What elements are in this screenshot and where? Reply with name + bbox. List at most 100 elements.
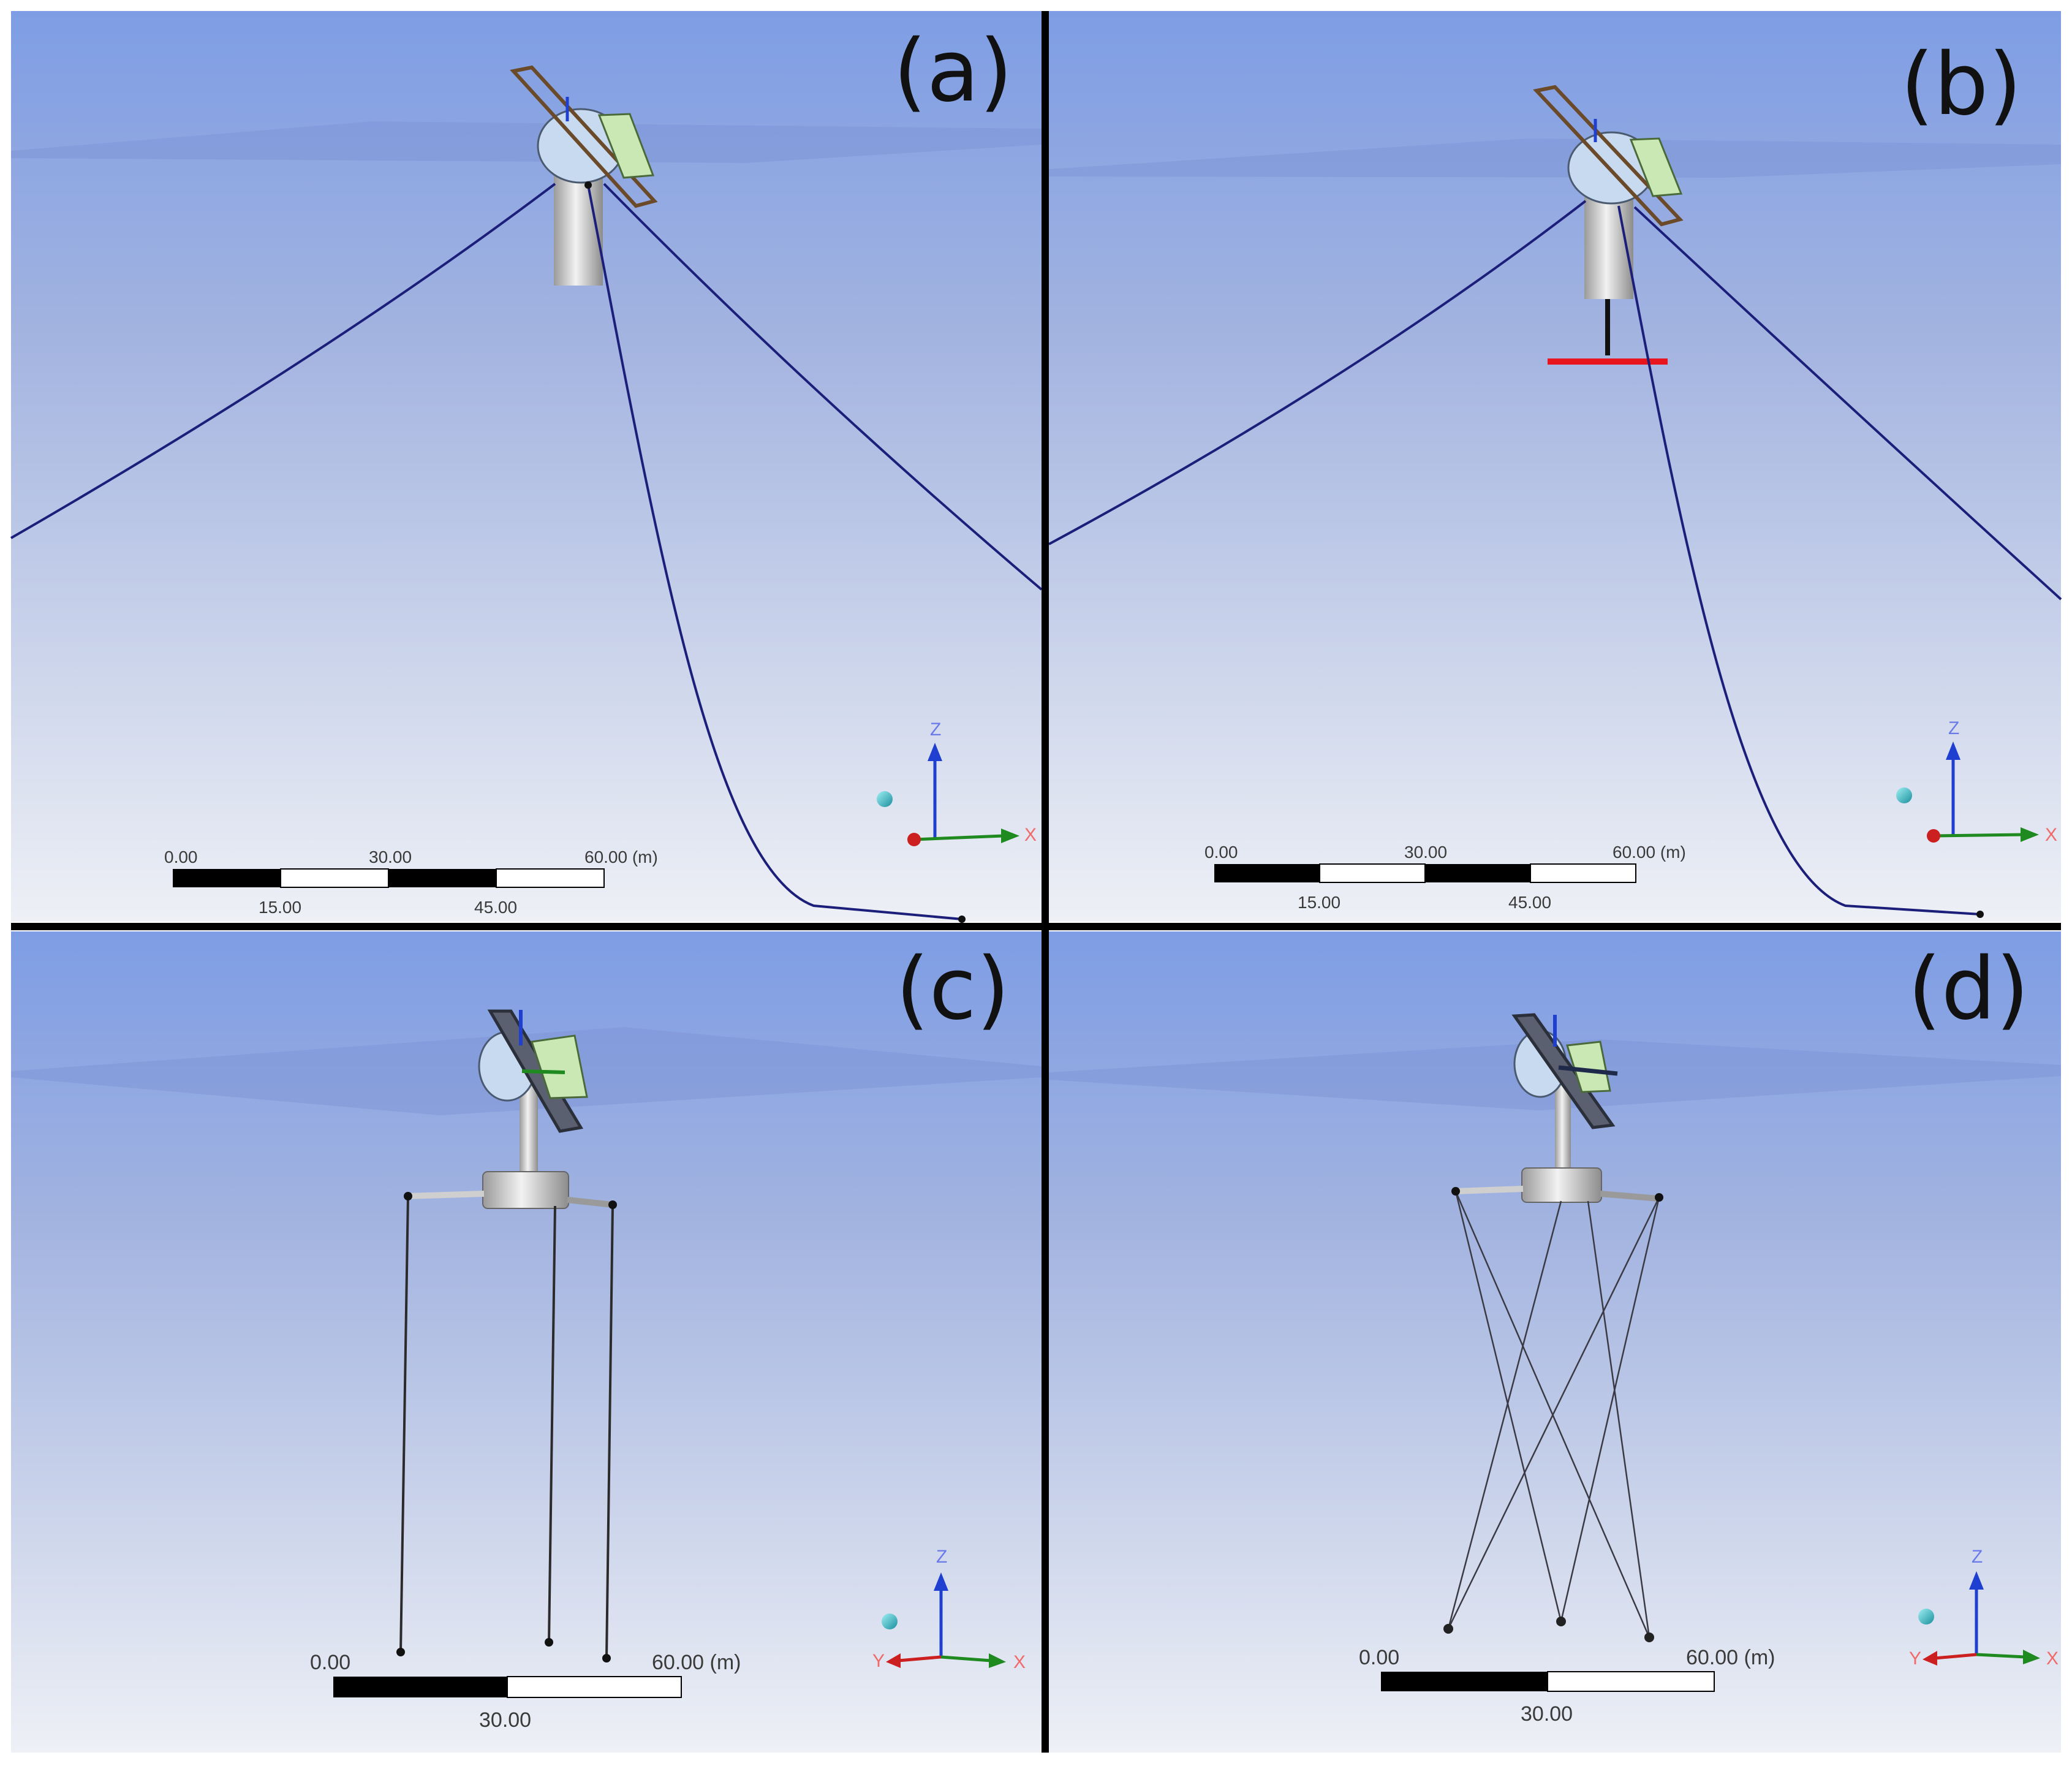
tendon-line [1587, 1200, 1650, 1638]
z-axis-label: Z [936, 1547, 947, 1567]
coordinate-triad: Z Y X [1909, 1547, 2059, 1669]
mooring-line-front [587, 184, 962, 920]
hub-axis-x-arrow [521, 1069, 565, 1074]
origin-ball-icon [1896, 787, 1912, 803]
anchor-point [396, 1648, 405, 1656]
tendon-line [1454, 1191, 1562, 1622]
y-arrowhead [1923, 1651, 1937, 1666]
scale-bottom-label: 45.00 [1508, 893, 1551, 912]
panel-background [11, 11, 1042, 922]
origin-ball-icon [877, 791, 893, 807]
scale-bottom-label: 15.00 [259, 898, 301, 917]
scale-segment-1 [1214, 864, 1320, 882]
origin-ball-icon [1918, 1609, 1934, 1625]
coordinate-triad: Z X [1896, 718, 2057, 845]
fairlead-point [608, 1200, 617, 1209]
panel-label: (b) [1900, 35, 2022, 135]
x-arrowhead [1001, 828, 1019, 843]
fairlead-point [1451, 1187, 1460, 1196]
tendon-line [399, 1196, 409, 1653]
mooring-line-left [10, 183, 556, 539]
x-arrowhead [2021, 827, 2039, 842]
y-axis-dot [907, 833, 921, 846]
y-arrowhead [886, 1653, 901, 1668]
outrigger-arm-right [567, 1197, 613, 1208]
inclined-tendons [1447, 1191, 1660, 1638]
scale-bottom-label: 15.00 [1298, 893, 1340, 912]
scale-top-label: 60.00 (m) [584, 847, 658, 866]
scale-top-label: 0.00 [310, 1651, 350, 1674]
scale-segment-2 [1547, 1671, 1715, 1692]
z-arrowhead [934, 1572, 948, 1591]
origin-ball-icon [882, 1613, 898, 1629]
y-axis-arrow [1934, 1653, 1977, 1660]
scale-top-label: 60.00 (m) [1613, 843, 1686, 862]
panel-d: 0.00 60.00 (m) 30.00 Z Y X (d) [1049, 931, 2061, 1753]
tendon-line [605, 1205, 614, 1659]
scale-top-label: 60.00 (m) [652, 1651, 741, 1674]
buoyancy-can [482, 1171, 569, 1209]
z-arrowhead [1946, 741, 1960, 760]
scale-segment-1 [1381, 1672, 1548, 1691]
rotor-blade-green [531, 1034, 588, 1099]
scale-segment-3 [1425, 864, 1530, 882]
fairlead-point [404, 1192, 412, 1200]
scale-bar: 0.00 30.00 60.00 (m) 15.00 45.00 [1204, 843, 1686, 912]
x-axis-label: X [1024, 825, 1037, 845]
anchor-point [1976, 911, 1984, 918]
x-axis-label: X [2045, 825, 2057, 845]
scale-segment-1 [333, 1677, 507, 1697]
scale-segment-2 [1319, 863, 1426, 883]
panel-label: (a) [893, 21, 1013, 121]
x-axis-arrow [913, 834, 1004, 841]
tendon-line [1560, 1197, 1660, 1622]
scale-segment-4 [496, 868, 605, 888]
coordinate-triad: Z X [877, 719, 1037, 846]
rotor-blade-green [1566, 1041, 1611, 1093]
y-axis-arrow [898, 1655, 942, 1663]
tendon-line [1447, 1197, 1660, 1629]
rotor-blades [1511, 1013, 1616, 1129]
anchor-point [1443, 1624, 1453, 1634]
scale-top-label: 30.00 [1404, 843, 1447, 862]
rotor-blades [510, 65, 658, 208]
panel-b: 0.00 30.00 60.00 (m) 15.00 45.00 Z X (b) [1048, 11, 2062, 922]
z-axis-label: Z [930, 719, 941, 740]
scale-top-label: 0.00 [164, 847, 198, 866]
x-arrowhead [989, 1653, 1006, 1668]
rotor-blades [1533, 85, 1684, 227]
z-arrowhead [928, 743, 942, 761]
fairlead-point [584, 181, 592, 189]
outrigger-arm-left [1455, 1186, 1524, 1194]
y-axis-label: Y [1909, 1648, 1921, 1669]
scale-bar: 0.00 60.00 (m) 30.00 [310, 1651, 741, 1732]
rotor-blade-green [1629, 137, 1683, 197]
x-axis-arrow [940, 1655, 992, 1663]
scale-top-label: 60.00 (m) [1686, 1646, 1775, 1669]
anchor-point [958, 916, 966, 923]
scale-top-label: 30.00 [369, 847, 412, 866]
x-axis-label: X [1013, 1652, 1026, 1672]
z-axis-label: Z [1948, 718, 1959, 738]
mooring-line-right [603, 183, 1043, 591]
scale-top-label: 0.00 [1204, 843, 1238, 862]
outrigger-arm-left [406, 1191, 485, 1199]
anchor-point [1644, 1632, 1654, 1642]
mooring-line-left [1048, 200, 1587, 545]
scale-bar: 0.00 30.00 60.00 (m) 15.00 45.00 [164, 847, 658, 917]
scale-bottom-label: 30.00 [479, 1708, 531, 1732]
z-axis-label: Z [1972, 1547, 1983, 1567]
turbine-model [1455, 1013, 1660, 1203]
sea-surface-band [1049, 138, 2061, 178]
scale-segment-3 [388, 869, 496, 887]
x-axis-label: X [2046, 1648, 2059, 1669]
hub-axis-x-arrow [1558, 1065, 1618, 1076]
anchor-point [545, 1638, 553, 1647]
y-axis-label: Y [872, 1651, 885, 1671]
scale-segment-2 [507, 1676, 682, 1698]
tendon-line [548, 1205, 556, 1643]
scale-segment-1 [173, 869, 281, 887]
anchor-point [602, 1654, 611, 1663]
coordinate-triad: Z Y X [872, 1547, 1026, 1672]
